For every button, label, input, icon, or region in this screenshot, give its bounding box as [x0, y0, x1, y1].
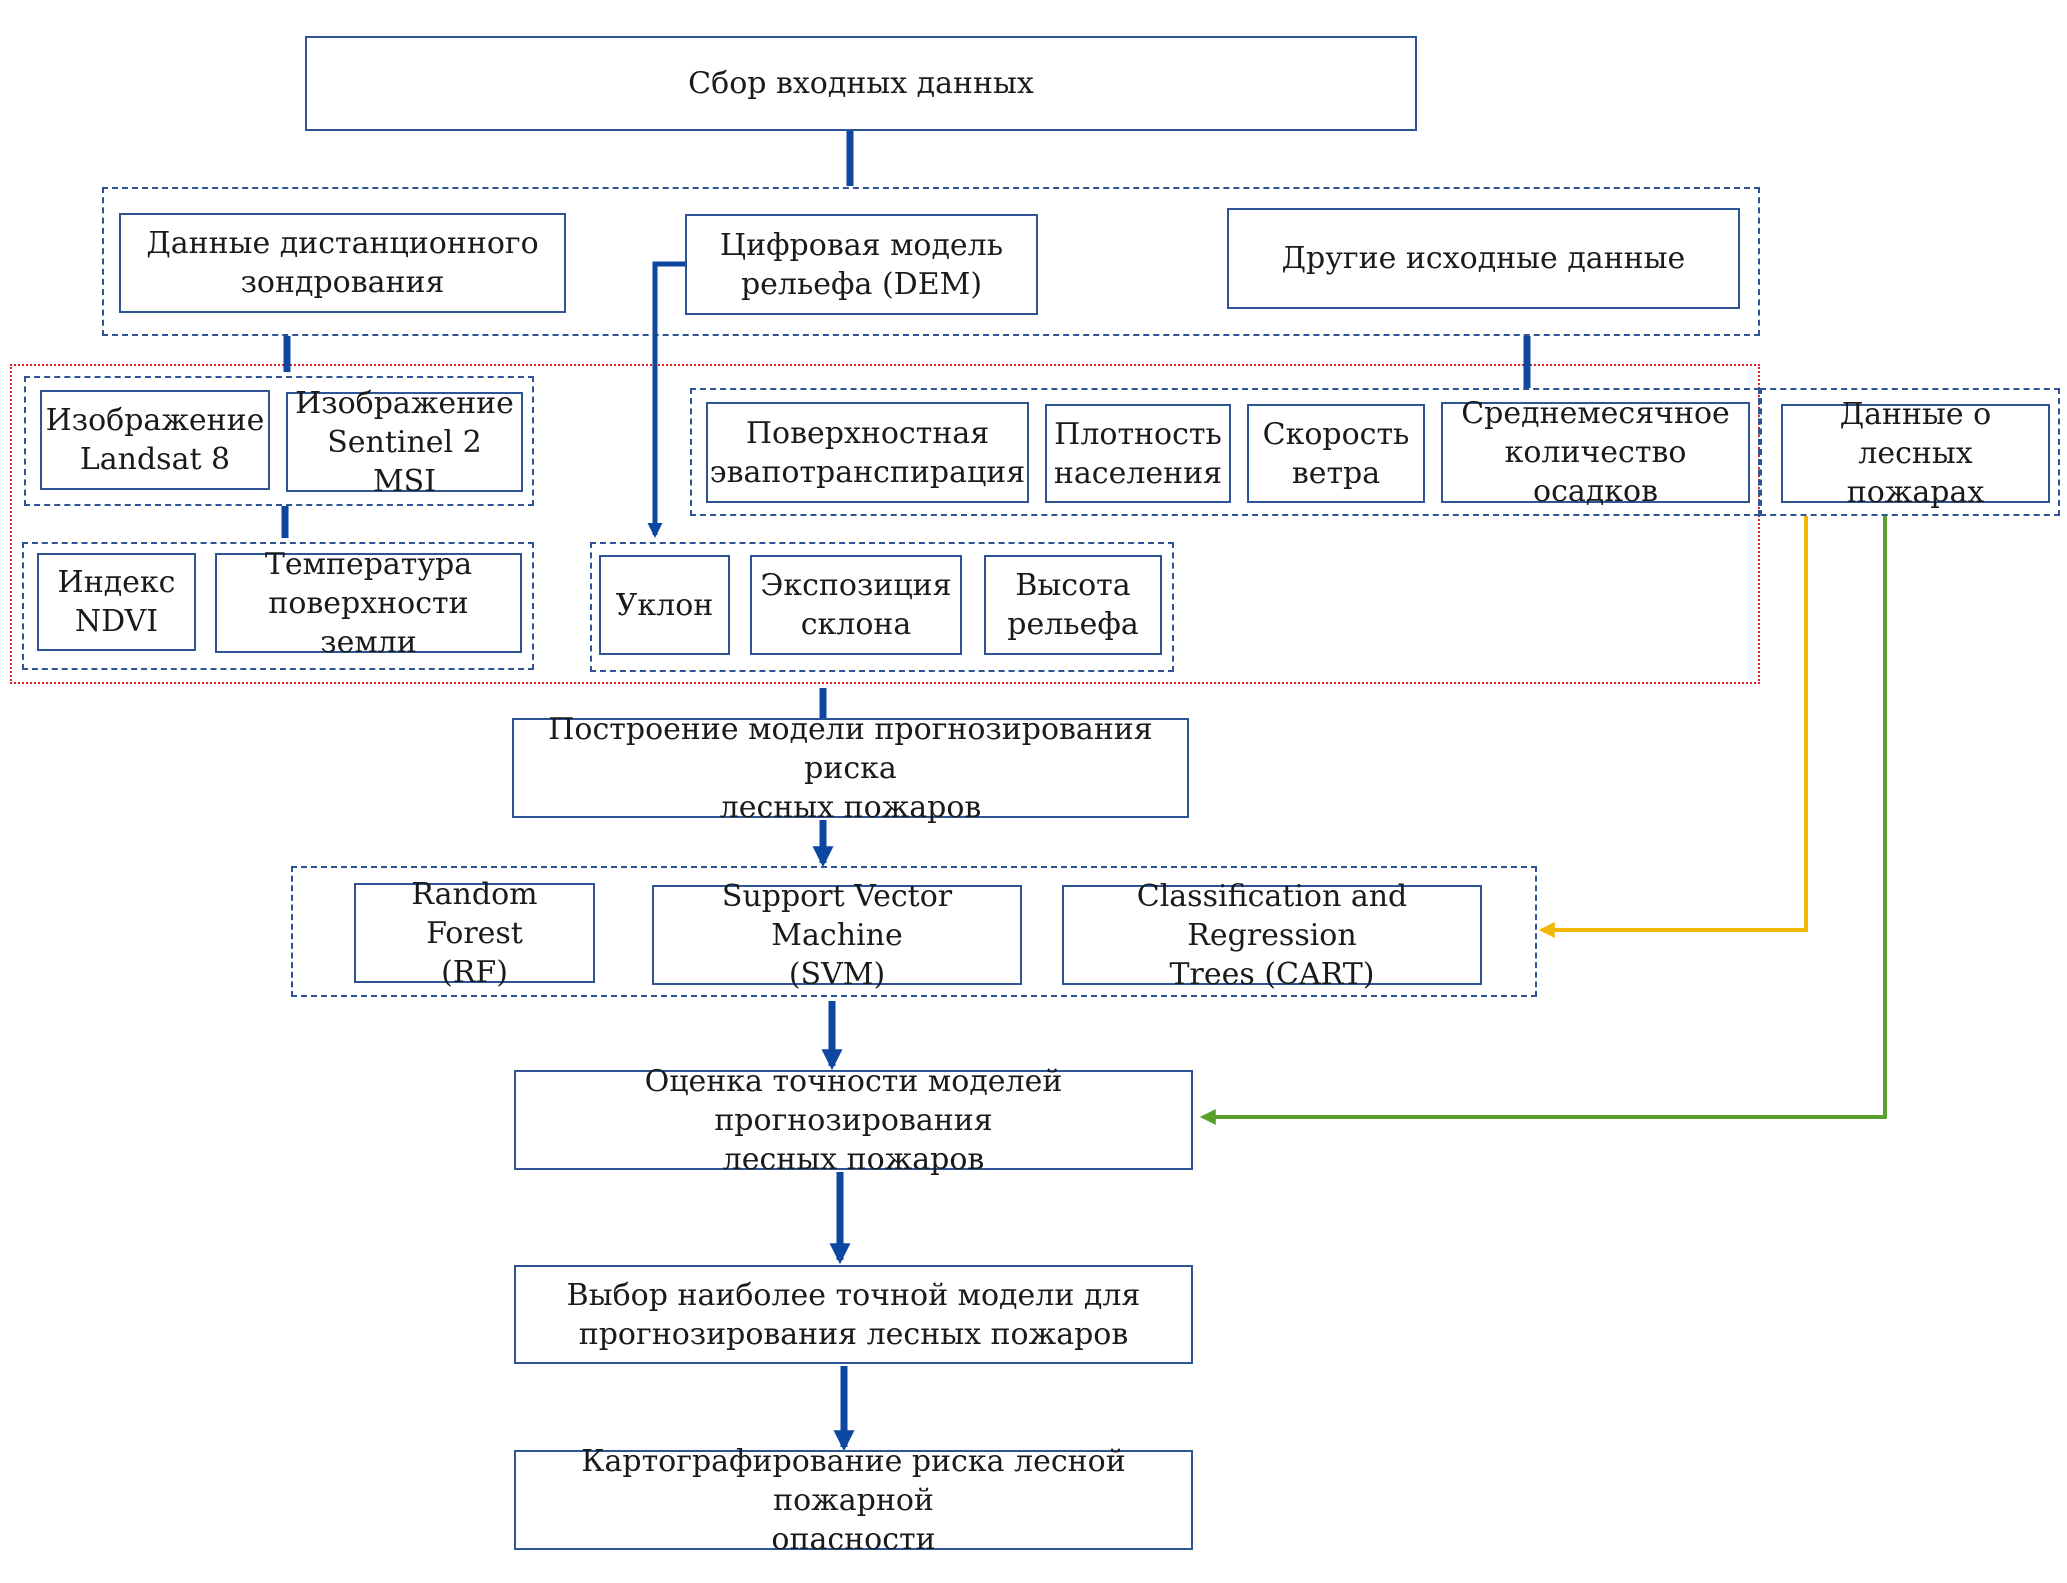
svm-box: Support Vector Machine (SVM) — [652, 879, 1022, 992]
svm-label: Support Vector Machine (SVM) — [721, 878, 953, 992]
evapotranspiration-box: Поверхностная эвапотранспирация — [706, 402, 1029, 503]
elevation-label: Высота рельефа — [1007, 568, 1139, 642]
other-factors-group — [690, 388, 1760, 516]
evaluate-accuracy-box: Оценка точности моделей прогнозирования … — [514, 1064, 1193, 1177]
dem-label: Цифровая модель рельефа (DEM) — [719, 227, 1004, 302]
wind-speed-label: Скорость ветра — [1262, 416, 1410, 491]
build-model-box: Построение модели прогнозирования риска … — [512, 712, 1189, 825]
algorithms-group — [291, 866, 1537, 997]
derived-indices-group — [22, 542, 534, 670]
risk-mapping-label: Картографирование риска лесной пожарной … — [581, 1443, 1126, 1557]
precipitation-box: Среднемесячное количество осадков — [1441, 396, 1750, 509]
other-data-label: Другие исходные данные — [1281, 241, 1686, 276]
population-density-box: Плотность населения — [1045, 404, 1231, 503]
evapotranspiration-label: Поверхностная эвапотранспирация — [709, 415, 1026, 490]
slope-label: Уклон — [615, 587, 714, 623]
risk-mapping-box: Картографирование риска лесной пожарной … — [514, 1444, 1193, 1557]
collect-input-data-label: Сбор входных данных — [688, 66, 1034, 101]
elevation-box: Высота рельефа — [984, 555, 1162, 655]
factors-region — [10, 364, 1760, 684]
slope-box: Уклон — [599, 555, 730, 655]
random-forest-box: Random Forest (RF) — [354, 877, 595, 990]
dem-box: Цифровая модель рельефа (DEM) — [685, 214, 1038, 315]
remote-sensing-box: Данные дистанционного зондрования — [119, 213, 566, 313]
forest-fire-data-label: Данные о лесных пожарах — [1839, 397, 1992, 510]
aspect-box: Экспозиция склона — [750, 555, 962, 655]
landsat-label: Изображение Landsat 8 — [45, 403, 265, 477]
arrow-dem-to-terrain — [647, 261, 685, 538]
arrow-fires-to-evaluate — [1199, 516, 1887, 1125]
aspect-label: Экспозиция склона — [760, 568, 952, 642]
other-data-box: Другие исходные данные — [1227, 208, 1740, 309]
landsat-box: Изображение Landsat 8 — [40, 390, 270, 490]
select-model-label: Выбор наиболее точной модели для прогноз… — [566, 1277, 1141, 1352]
cart-box: Classification and Regression Trees (CAR… — [1062, 879, 1482, 992]
build-model-label: Построение модели прогнозирования риска … — [548, 711, 1153, 825]
terrain-group — [590, 542, 1174, 672]
forest-fire-data-box: Данные о лесных пожарах — [1781, 397, 2050, 510]
arrow-fires-to-algorithms — [1538, 516, 1808, 938]
sentinel-box: Изображение Sentinel 2 MSI — [286, 386, 523, 499]
fire-data-group — [1760, 388, 2060, 516]
select-model-box: Выбор наиболее точной модели для прогноз… — [514, 1265, 1193, 1364]
collect-input-data-box: Сбор входных данных — [305, 36, 1417, 131]
evaluate-accuracy-label: Оценка точности моделей прогнозирования … — [644, 1063, 1063, 1177]
input-sources-group — [102, 187, 1760, 336]
imagery-group — [24, 376, 534, 506]
sentinel-label: Изображение Sentinel 2 MSI — [295, 385, 514, 499]
population-density-label: Плотность населения — [1053, 416, 1223, 491]
cart-label: Classification and Regression Trees (CAR… — [1136, 878, 1408, 992]
land-surface-temperature-box: Температура поверхности земли — [215, 547, 522, 660]
wind-speed-box: Скорость ветра — [1247, 404, 1425, 503]
precipitation-label: Среднемесячное количество осадков — [1461, 396, 1730, 509]
ndvi-box: Индекс NDVI — [37, 553, 196, 651]
random-forest-label: Random Forest (RF) — [411, 876, 538, 990]
land-surface-temperature-label: Температура поверхности земли — [264, 546, 473, 660]
ndvi-label: Индекс NDVI — [57, 565, 176, 639]
remote-sensing-label: Данные дистанционного зондрования — [146, 226, 539, 300]
